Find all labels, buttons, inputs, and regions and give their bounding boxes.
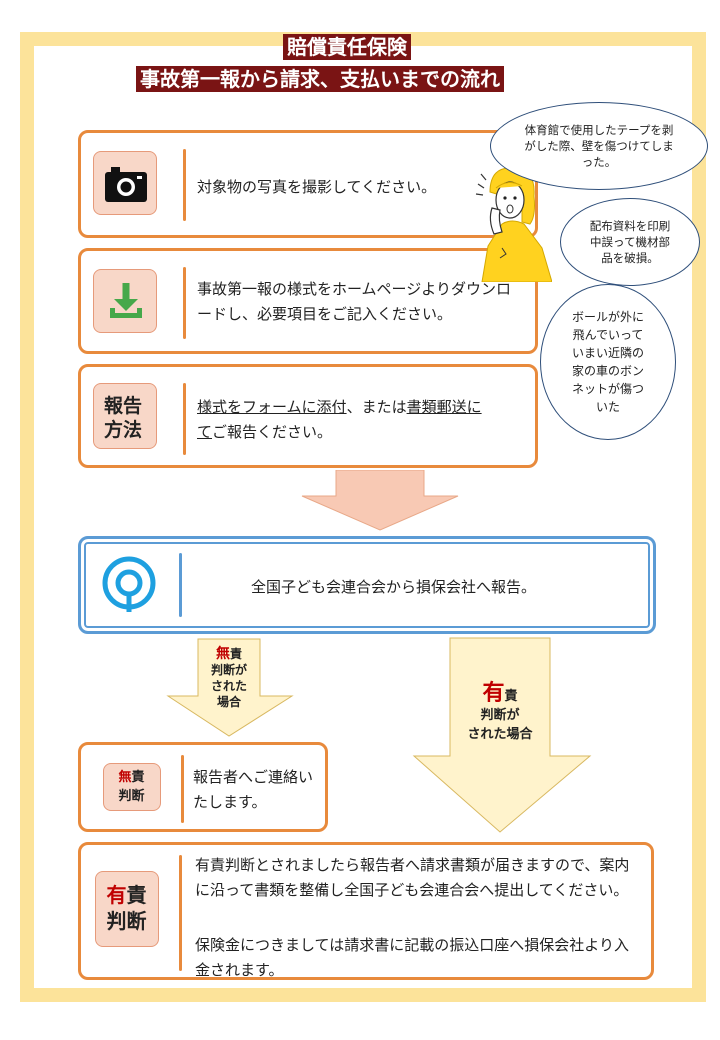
no-fault-result-text: 報告者へご連絡いたします。 [193,765,317,815]
title-line1: 賠償責任保険 [283,34,411,60]
example-bubble-wall: 体育館で使用したテープを剥がした際、壁を傷つけてしまった。 [490,102,708,190]
title-line2: 事故第一報から請求、支払いまでの流れ [136,66,504,92]
mail-documents-link[interactable]: 書類郵送に [407,398,482,416]
down-arrow [300,470,460,532]
fault-result-card: 有責 判断 有責判断とされましたら報告者へ請求書類が届きますので、案内に沿って書… [78,842,654,980]
divider [181,755,184,823]
download-step-text: 事故第一報の様式をホームページよりダウンロードし、必要項目をご記入ください。 [197,277,515,327]
fault-label: 有責 判断 [96,882,157,934]
example-bubble-equipment: 配布資料を印刷中誤って機材部品を破損。 [560,198,700,286]
camera-icon [94,152,158,216]
example-bubble-ball: ボールが外に飛んでいっていまい近隣の家の車のボンネットが傷ついた [540,284,676,440]
divider [183,267,186,339]
report-method-label: 報告方法 [94,394,152,442]
report-method-text: 様式をフォームに添付、または書類郵送にてご報告ください。 [197,395,535,445]
fault-arrow-label: 有責 判断が された場合 [450,684,550,744]
divider [183,383,186,455]
download-step-card: 事故第一報の様式をホームページよりダウンロードし、必要項目をご記入ください。 [78,248,538,354]
fault-label-box: 有責 判断 [95,871,159,947]
download-icon [94,270,158,334]
association-report-text: 全国子ども会連合会から損保会社へ報告。 [251,575,631,600]
photo-icon-box [93,151,157,215]
report-method-card: 報告方法 様式をフォームに添付、または書類郵送にてご報告ください。 [78,364,538,468]
download-icon-box [93,269,157,333]
no-fault-label: 無責 判断 [104,768,159,806]
association-report-card: 全国子ども会連合会から損保会社へ報告。 [78,536,656,634]
no-fault-label-box: 無責 判断 [103,763,161,811]
fault-result-para2: 保険金につきましては請求書に記載の振込口座へ損保会社より入金されます。 [195,933,643,983]
photo-step-card: 対象物の写真を撮影してください。 [78,130,538,238]
report-method-label-box: 報告方法 [93,383,157,449]
fault-result-para1: 有責判断とされましたら報告者へ請求書類が届きますので、案内に沿って書類を整備し全… [195,853,643,903]
no-fault-arrow-label: 無責 判断が された 場合 [196,646,262,710]
association-logo-icon [97,553,161,617]
divider [179,553,182,617]
no-fault-result-card: 無責 判断 報告者へご連絡いたします。 [78,742,328,832]
divider [183,149,186,221]
divider [179,855,182,971]
attach-form-link[interactable]: 様式をフォームに添付 [197,398,347,416]
